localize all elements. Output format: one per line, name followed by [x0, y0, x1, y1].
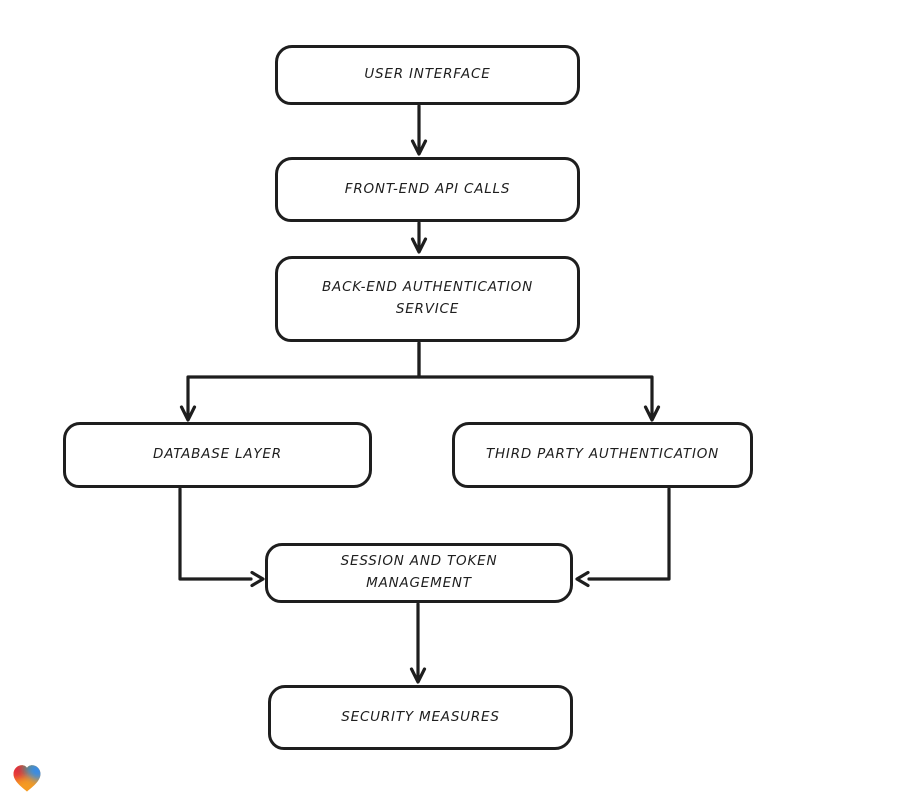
node-database-layer: DATABASE LAYER: [63, 422, 372, 488]
edge-session-to-security: [409, 602, 427, 684]
node-front-end-api-calls: FRONT-END API CALLS: [275, 157, 580, 222]
edge-frontend-to-backend: [410, 221, 428, 254]
node-third-party-authentication-label: THIRD PARTY AUTHENTICATION: [485, 446, 720, 463]
node-security-measures: SECURITY MEASURES: [268, 685, 573, 750]
edge-thirdparty-to-session: [575, 487, 671, 588]
edge-database-to-session: [178, 487, 265, 588]
edge-ui-to-frontend: [410, 104, 428, 156]
node-front-end-api-calls-label: FRONT-END API CALLS: [344, 180, 511, 197]
node-session-and-token-management-label: SESSION AND TOKEN MANAGEMENT: [340, 553, 498, 591]
node-user-interface: USER INTERFACE: [275, 45, 580, 105]
node-security-measures-label: SECURITY MEASURES: [341, 708, 500, 725]
gradient-heart-icon[interactable]: [10, 762, 44, 794]
node-third-party-authentication: THIRD PARTY AUTHENTICATION: [452, 422, 753, 488]
edge-backend-to-thirdparty: [417, 341, 661, 422]
node-session-and-token-management: SESSION AND TOKEN MANAGEMENT: [265, 543, 573, 603]
node-database-layer-label: DATABASE LAYER: [153, 446, 282, 463]
node-back-end-authentication-service-label: BACK-END AUTHENTICATION SERVICE: [321, 279, 533, 317]
node-user-interface-label: USER INTERFACE: [364, 66, 491, 83]
node-back-end-authentication-service: BACK-END AUTHENTICATION SERVICE: [275, 256, 580, 342]
edge-backend-to-database: [179, 341, 421, 422]
